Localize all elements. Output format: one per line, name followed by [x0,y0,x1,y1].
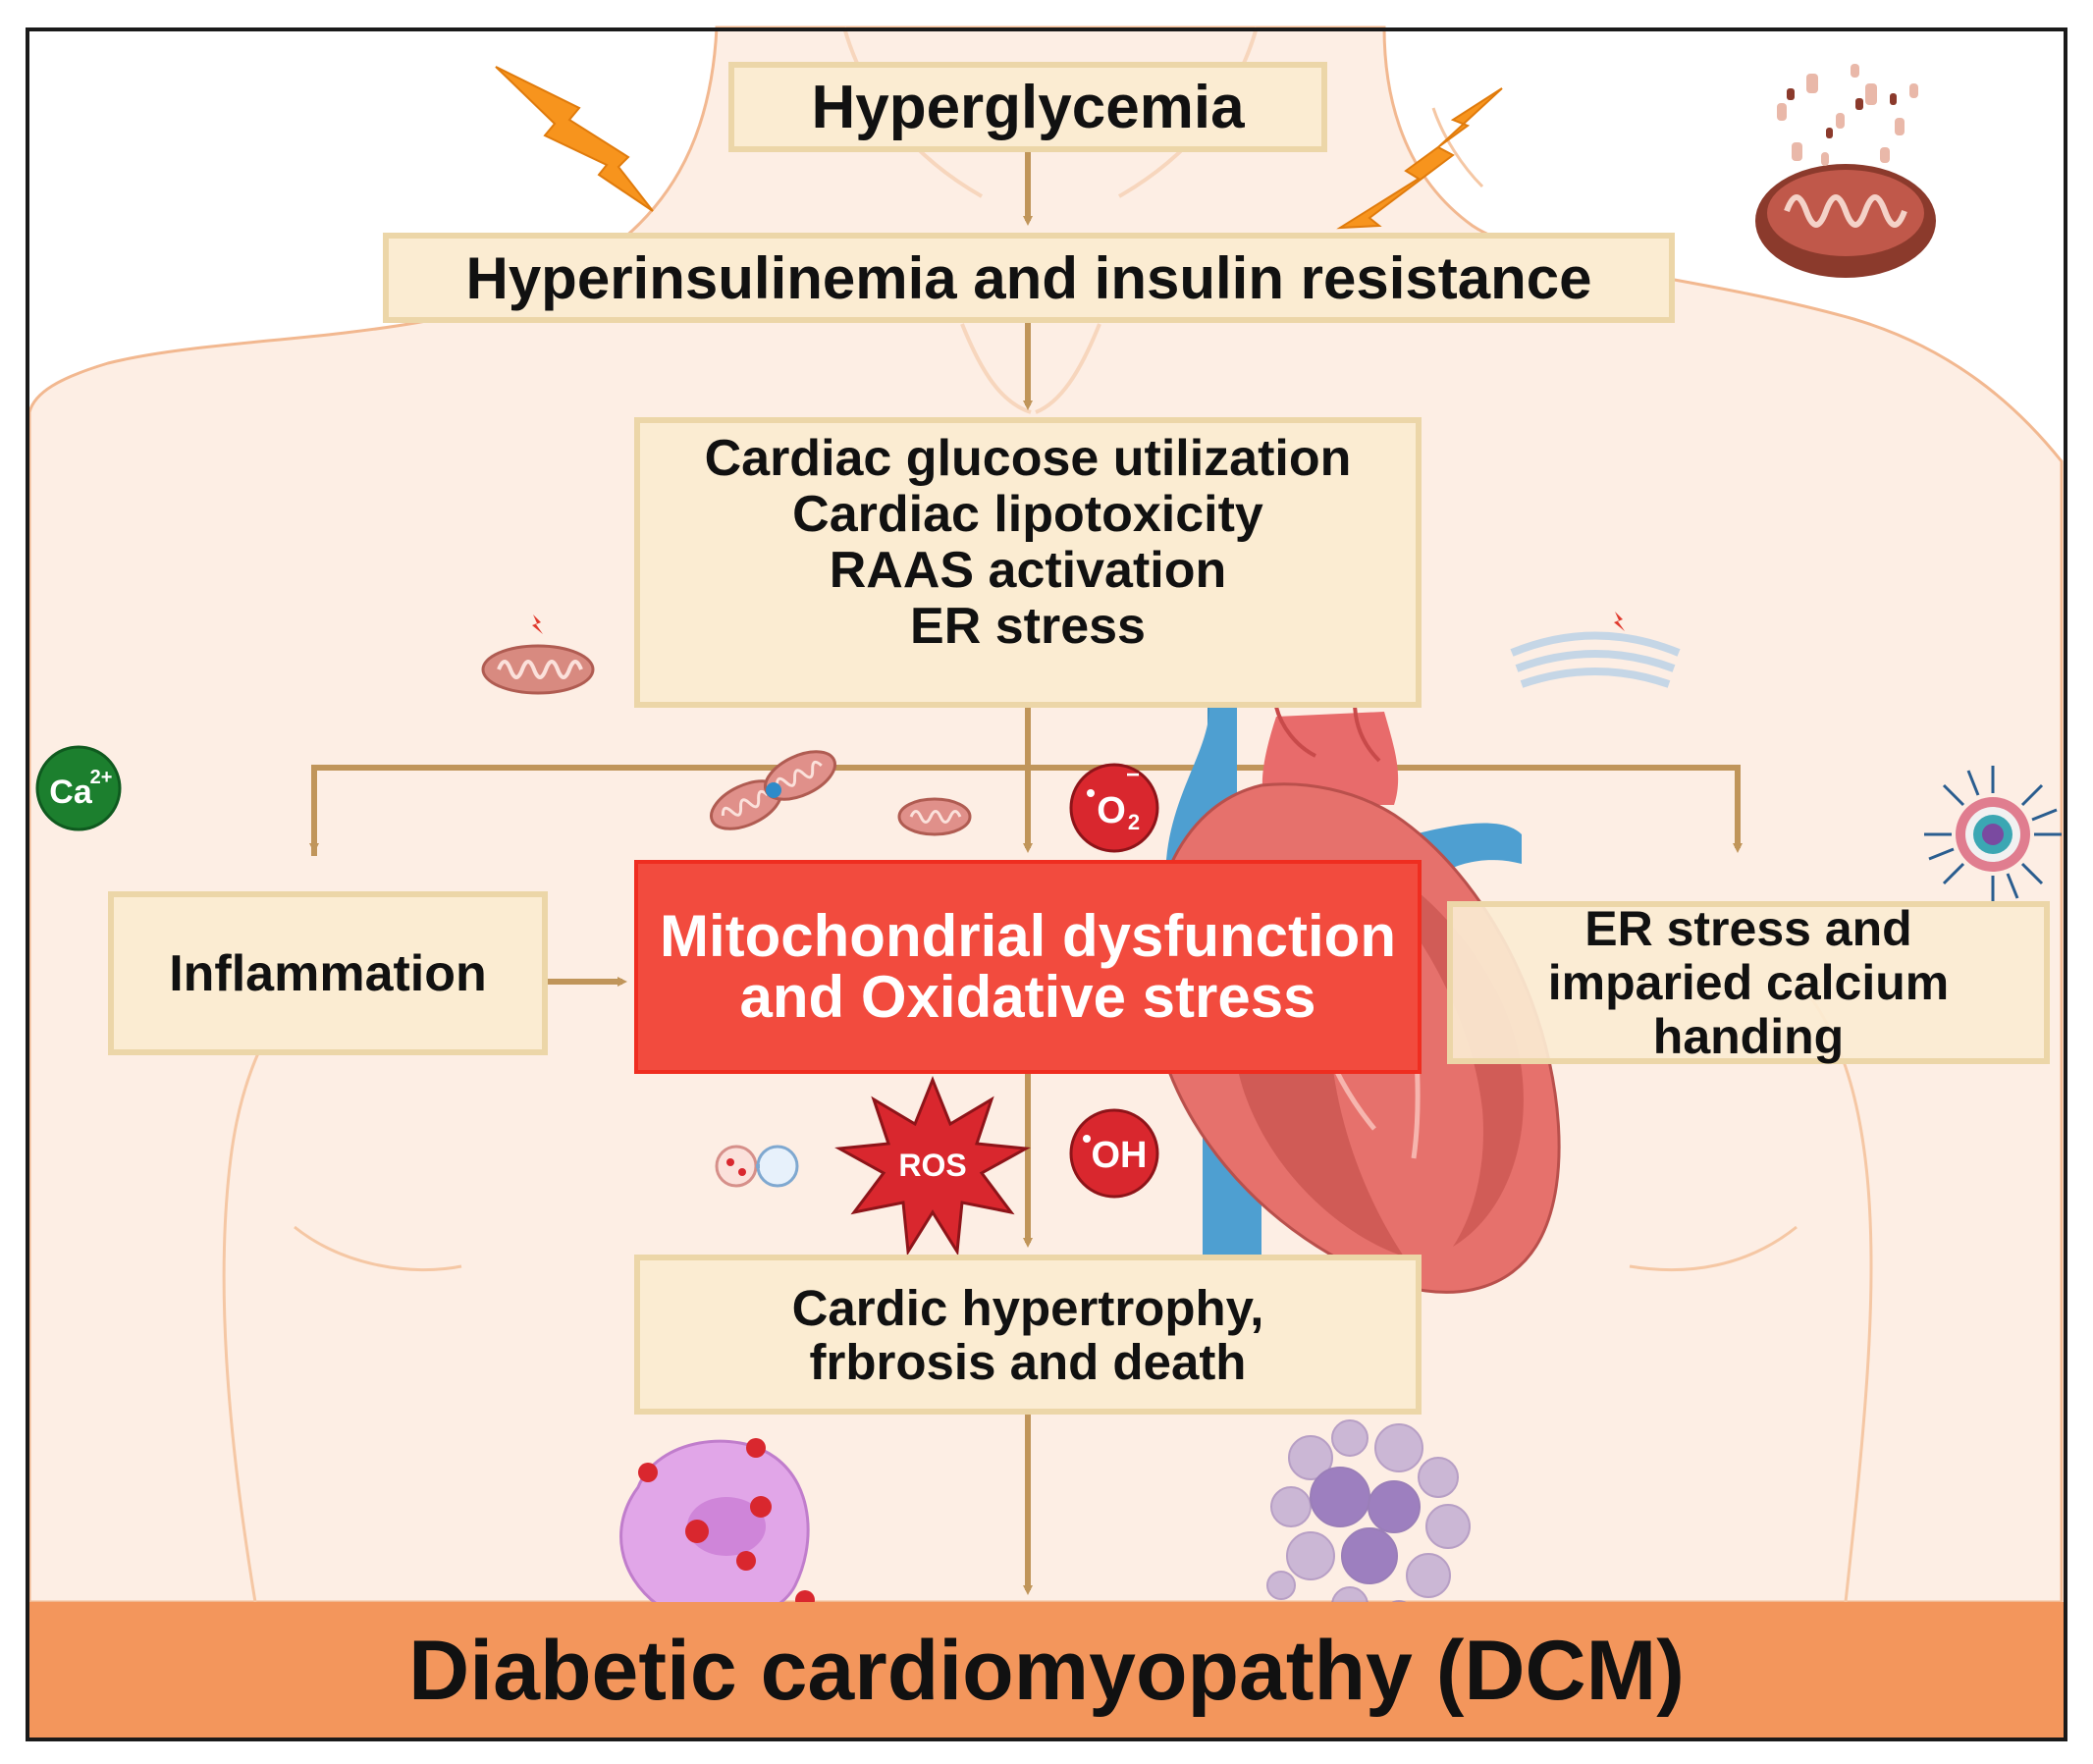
outcome-line-1: Cardic hypertrophy, [791,1279,1264,1336]
cardiac-factor-glucose: Cardiac glucose utilization [704,430,1352,487]
er-line-2: imparied calcium [1547,954,1950,1010]
body-silhouette [27,26,2064,1604]
outcome-line-2: frbrosis and death [809,1333,1247,1390]
apoptotic-cell-icon [1266,1419,1471,1630]
superoxide-label: O [1097,790,1126,831]
endoplasmic-reticulum-icon [1510,612,1681,688]
lightning-icon-left [495,66,654,212]
mito-line-2: and Oxidative stress [739,964,1316,1030]
flow-arrows [309,152,1743,1595]
hyperglycemia-box: Hyperglycemia [728,62,1327,152]
er-line-1: ER stress and [1584,900,1912,956]
calcium-ion-badge: Ca 2+ [35,745,122,831]
inflammation-label: Inflammation [169,944,487,1002]
dcm-banner: Diabetic cardiomyopathy (DCM) [27,1602,2066,1739]
hyperinsulinemia-label: Hyperinsulinemia and insulin resistance [465,244,1592,311]
vesicle-icon [715,1145,799,1188]
ros-burst-icon: ROS [834,1075,1031,1256]
cardiac-factor-er-stress: ER stress [910,598,1146,655]
er-calcium-box: ER stress and imparied calcium handing [1447,901,2050,1064]
mitochondria-fission-icon [710,750,836,830]
hyperinsulinemia-box: Hyperinsulinemia and insulin resistance [383,233,1675,323]
outcome-box: Cardic hypertrophy, frbrosis and death [634,1255,1422,1415]
cardiac-factors-box: Cardiac glucose utilization Cardiac lipo… [634,417,1422,708]
hydroxyl-radical-badge: OH [1069,1108,1159,1199]
mitochondrial-dysfunction-box: Mitochondrial dysfunction and Oxidative … [634,860,1422,1074]
mitochondrion-icon-small [897,797,972,836]
lightning-icon-right [1336,87,1503,230]
superoxide-radical-badge: O 2 − [1069,762,1159,853]
calcium-label: Ca [49,774,93,811]
superoxide-subscript: 2 [1128,810,1140,834]
hyperglycemia-label: Hyperglycemia [811,73,1245,141]
er-line-3: handing [1652,1008,1845,1064]
inflammation-box: Inflammation [108,891,548,1055]
mito-line-1: Mitochondrial dysfunction [660,903,1396,969]
mitochondrion-icon-damaged [1755,64,1936,278]
mitochondrion-icon [481,615,595,695]
superoxide-charge: − [1126,762,1140,788]
ros-label: ROS [898,1148,966,1183]
hydroxyl-label: OH [1092,1135,1148,1176]
virus-icon [1924,766,2062,903]
macrophage-icon [619,1438,815,1633]
cardiac-factor-lipotoxicity: Cardiac lipotoxicity [792,486,1263,543]
calcium-charge: 2+ [90,767,113,788]
cardiac-factor-raas: RAAS activation [829,542,1227,599]
